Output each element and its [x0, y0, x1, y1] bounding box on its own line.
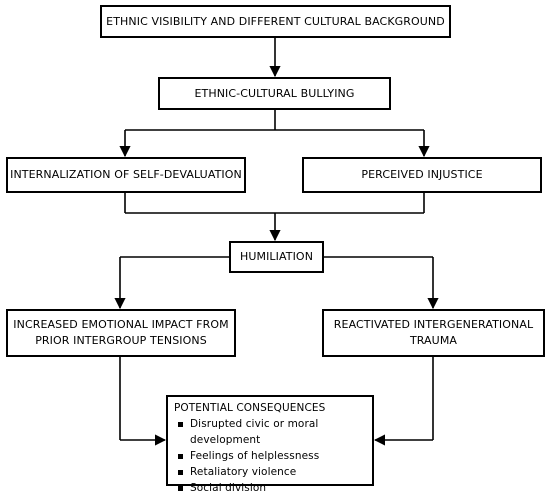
node-humiliation-label: HUMILIATION [239, 250, 314, 263]
node-emotional-impact-label: INCREASED EMOTIONAL IMPACT FROM PRIOR IN… [13, 318, 229, 347]
node-internalization-label: INTERNALIZATION OF SELF-DEVALUATION [10, 168, 242, 181]
consequences-list: Disrupted civic or moral development Fee… [174, 416, 366, 496]
node-bullying: ETHNIC-CULTURAL BULLYING [158, 77, 391, 110]
node-ethnic-visibility-label: ETHNIC VISIBILITY AND DIFFERENT CULTURAL… [106, 14, 445, 28]
node-potential-consequences: POTENTIAL CONSEQUENCES Disrupted civic o… [166, 395, 374, 494]
node-ethnic-visibility: ETHNIC VISIBILITY AND DIFFERENT CULTURAL… [100, 5, 451, 38]
consequence-item: Feelings of helplessness [178, 448, 366, 464]
consequence-item: Disrupted civic or moral development [178, 416, 366, 448]
node-perceived-injustice-label: PERCEIVED INJUSTICE [361, 168, 483, 181]
consequences-title: POTENTIAL CONSEQUENCES [174, 402, 326, 414]
consequence-item: Social division [178, 480, 366, 496]
node-humiliation: HUMILIATION [229, 241, 324, 273]
consequence-item: Retaliatory violence [178, 464, 366, 480]
node-bullying-label: ETHNIC-CULTURAL BULLYING [194, 86, 355, 100]
node-internalization: INTERNALIZATION OF SELF-DEVALUATION [6, 157, 246, 193]
node-intergenerational-trauma-label: REACTIVATED INTERGENERATIONAL TRAUMA [333, 318, 534, 347]
node-intergenerational-trauma: REACTIVATED INTERGENERATIONAL TRAUMA [322, 309, 545, 357]
node-emotional-impact: INCREASED EMOTIONAL IMPACT FROM PRIOR IN… [6, 309, 236, 357]
node-perceived-injustice: PERCEIVED INJUSTICE [302, 157, 542, 193]
